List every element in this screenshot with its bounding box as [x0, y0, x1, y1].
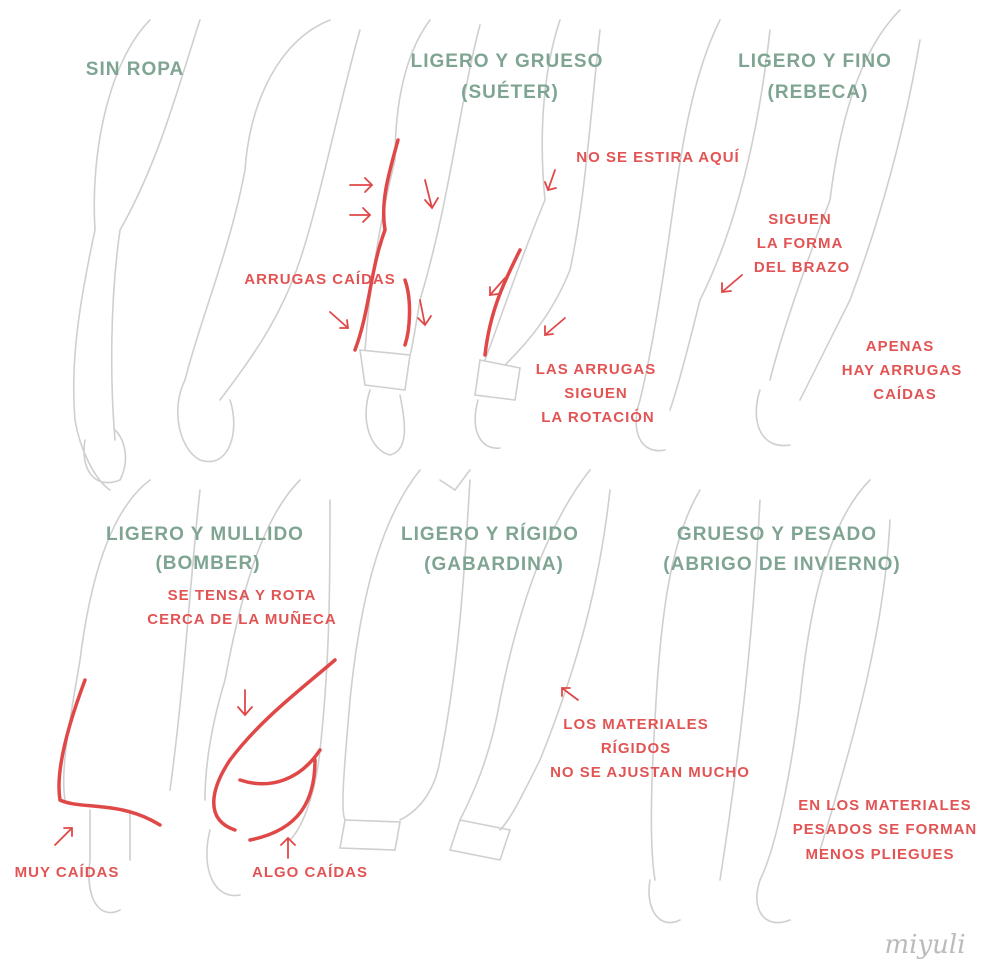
title-sueter: LIGERO Y GRUESO: [410, 51, 604, 72]
note-apenas-1: APENAS: [865, 338, 935, 355]
title-abrigo: GRUESO Y PESADO: [676, 524, 878, 545]
arm-bare-1: [72, 19, 201, 491]
arm-bare-2: [177, 19, 361, 463]
arm-cardigan-1: [635, 19, 771, 452]
note-rotacion-2: SIGUEN: [564, 385, 628, 402]
title-bomber: LIGERO Y MULLIDO: [106, 524, 304, 545]
note-tensa-2: CERCA DE LA MUÑECA: [147, 611, 337, 628]
arm-sweater-rotated: [474, 19, 601, 449]
note-pesados-3: MENOS PLIEGUES: [805, 846, 955, 863]
note-rotacion-3: LA ROTACIÓN: [541, 409, 655, 426]
arm-coat-1: [648, 489, 761, 924]
arm-cardigan-2: [755, 9, 921, 447]
subtitle-rebeca: (REBECA): [767, 82, 869, 103]
note-muy-caidas: MUY CAÍDAS: [14, 864, 120, 881]
title-gabardina: LIGERO Y RÍGIDO: [401, 524, 579, 545]
arm-bomber-2: [204, 479, 337, 897]
note-no-estira: NO SE ESTIRA AQUÍ: [576, 149, 740, 166]
note-apenas-2: HAY ARRUGAS: [841, 362, 963, 379]
artist-signature: miyuli: [884, 930, 966, 960]
note-siguen-forma-1: SIGUEN: [768, 211, 832, 228]
note-tensa-1: SE TENSA Y ROTA: [167, 587, 317, 604]
note-rigidos-1: LOS MATERIALES: [563, 716, 709, 733]
note-algo-caidas: ALGO CAÍDAS: [252, 864, 368, 881]
subtitle-bomber: (BOMBER): [155, 553, 261, 574]
note-arrugas-caidas: ARRUGAS CAÍDAS: [244, 271, 396, 288]
note-pesados-2: PESADOS SE FORMAN: [792, 821, 978, 838]
subtitle-abrigo: (ABRIGO DE INVIERNO): [663, 554, 901, 575]
arm-trench-1: [339, 469, 471, 851]
note-rotacion-1: LAS ARRUGAS: [535, 361, 657, 378]
title-rebeca: LIGERO Y FINO: [738, 51, 892, 72]
arm-sweater: [329, 19, 481, 456]
title-sin-ropa: SIN ROPA: [85, 59, 185, 80]
subtitle-sueter: (SUÉTER): [461, 82, 559, 103]
arm-trench-2: [448, 469, 611, 861]
note-rigidos-3: NO SE AJUSTAN MUCHO: [550, 764, 750, 781]
arm-coat-2: [756, 479, 891, 924]
note-siguen-forma-3: DEL BRAZO: [753, 259, 851, 276]
subtitle-gabardina: (GABARDINA): [424, 554, 564, 575]
note-siguen-forma-2: LA FORMA: [756, 235, 844, 252]
note-apenas-3: CAÍDAS: [873, 386, 937, 403]
note-rigidos-2: RÍGIDOS: [600, 740, 672, 757]
arm-bomber-1: [54, 479, 201, 914]
note-pesados-1: EN LOS MATERIALES: [798, 797, 972, 814]
